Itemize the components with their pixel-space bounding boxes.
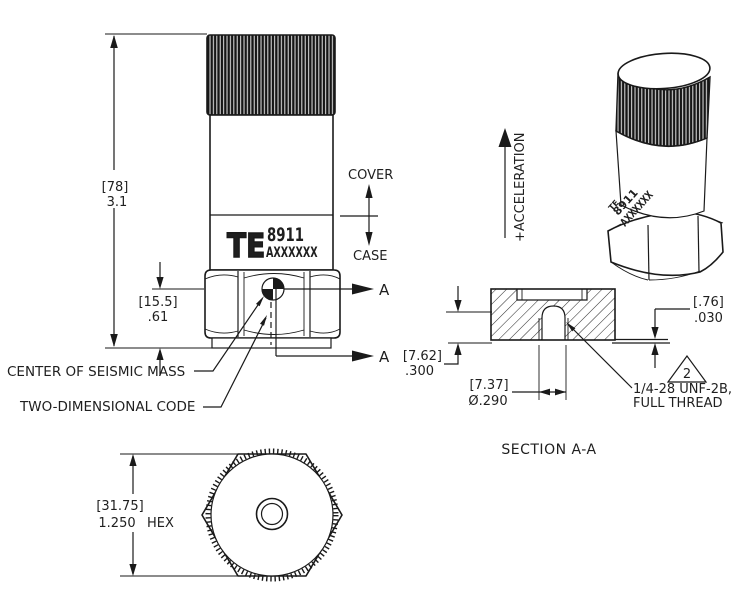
thread-note-line2: FULL THREAD: [633, 396, 722, 411]
iso-top-face: [617, 52, 711, 90]
dim-step-mm: [.76]: [693, 295, 724, 310]
cover-label: COVER: [348, 168, 393, 183]
center-of-seismic-mass-symbol: [152, 277, 352, 301]
acceleration-arrowhead: [498, 128, 512, 147]
te-logo: TE: [227, 228, 265, 266]
dimension-step: [.76] .030: [651, 295, 724, 368]
knurled-cap: [206, 34, 336, 116]
dimension-thread-depth: [7.62] .300: [403, 286, 492, 379]
svg-text:CENTER OF SEISMIC MASS: CENTER OF SEISMIC MASS: [7, 364, 185, 380]
serial-number: AXXXXXX: [266, 244, 318, 261]
dim-csm-in: .61: [148, 310, 169, 325]
section-cut-line: A A: [275, 281, 390, 366]
section-top-recess: [516, 289, 588, 301]
dim-hole-mm: [7.37]: [469, 378, 508, 393]
product-marking: TE 8911 AXXXXXX: [226, 224, 318, 267]
dim-depth-in: .300: [405, 364, 434, 379]
dim-overall-in: 3.1: [107, 195, 128, 210]
model-number: 8911: [267, 224, 304, 246]
section-hatching: [491, 289, 615, 340]
dim-hex-in: 1.250: [98, 516, 135, 531]
cover-case-annotation: COVER CASE: [340, 168, 393, 264]
thread-note-line1: 1/4-28 UNF-2B,: [633, 382, 732, 397]
svg-text:TWO-DIMENSIONAL CODE: TWO-DIMENSIONAL CODE: [19, 399, 195, 415]
section-label-top: A: [379, 281, 390, 299]
callout-center-of-seismic-mass: CENTER OF SEISMIC MASS: [7, 296, 264, 380]
section-title: SECTION A-A: [501, 442, 596, 458]
dim-csm-mm: [15.5]: [138, 295, 177, 310]
dim-overall-mm: [78]: [102, 180, 129, 195]
isometric-view: TE 8911 AXXXXXX: [607, 52, 724, 281]
callout-two-dimensional-code: TWO-DIMENSIONAL CODE: [19, 315, 267, 415]
dimension-hex-width: [31.75] 1.250 HEX: [93, 454, 174, 576]
dim-depth-mm: [7.62]: [403, 349, 442, 364]
section-label-bottom: A: [379, 348, 390, 366]
dim-hex-mm: [31.75]: [96, 499, 143, 514]
case-label: CASE: [353, 249, 387, 264]
iso-hex-rim-right: [703, 215, 724, 224]
arrowhead-down: [110, 334, 118, 347]
leader-arrowhead: [566, 322, 576, 332]
section-view: [7.62] .300 [.76] .030 [7.37] Ø.290 2: [403, 286, 732, 458]
acceleration-annotation: +ACCELERATION: [498, 128, 528, 242]
dimension-hole-diameter: [7.37] Ø.290: [468, 345, 567, 409]
mounting-hole-inner: [260, 502, 284, 526]
iso-hex-rim-left: [607, 223, 622, 232]
dimension-csm-height: [15.5] .61: [138, 262, 178, 375]
leader-arrowhead: [256, 296, 264, 307]
knurl-serration-ring: [205, 448, 339, 582]
dim-step-in: .030: [694, 311, 723, 326]
dim-hex-type: HEX: [147, 516, 174, 531]
flag-note-triangle: [666, 354, 708, 383]
thread-note: 2 1/4-28 UNF-2B, FULL THREAD: [566, 322, 732, 411]
flag-note-number: 2: [683, 367, 691, 382]
tapped-hole: [541, 305, 566, 340]
dim-hole-in: Ø.290: [468, 394, 507, 409]
section-arrow-top: [352, 283, 374, 295]
arrowhead-up: [110, 35, 118, 48]
bottom-view: [31.75] 1.250 HEX: [93, 448, 343, 582]
leader-arrowhead: [260, 315, 267, 326]
section-block-outline: [490, 288, 616, 341]
arrow-to-case: [365, 232, 373, 246]
acceleration-label: +ACCELERATION: [513, 132, 528, 242]
arrow-to-cover: [365, 184, 373, 198]
dimension-overall-height: [78] 3.1: [102, 35, 129, 347]
sensor-body: [209, 114, 334, 271]
front-view: [78] 3.1 TE 8911 AXXXXXX: [7, 33, 393, 415]
section-arrow-bottom: [352, 350, 374, 362]
